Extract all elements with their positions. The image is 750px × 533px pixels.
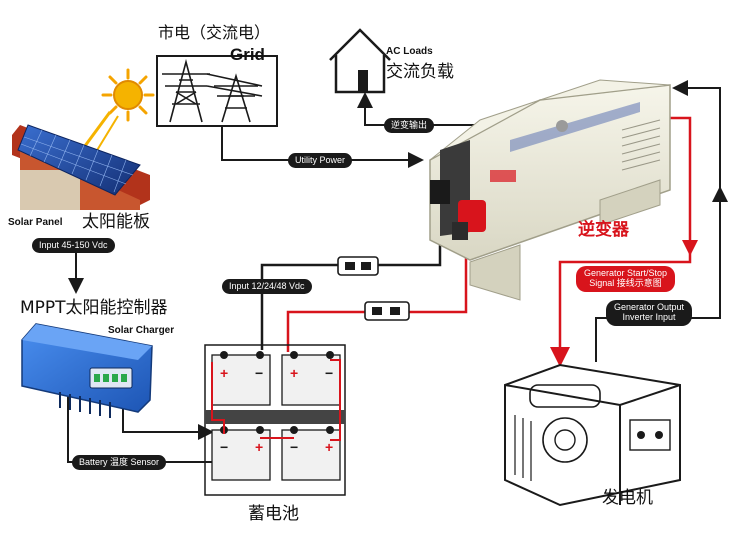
battery-icon: + − + − − + − + [204,344,346,496]
battery-input-tag: Input 12/24/48 Vdc [222,279,312,294]
inverter-label: 逆变器 [578,220,629,240]
sun-icon [80,68,155,153]
inverter-icon [429,79,671,301]
svg-text:−: − [255,365,263,381]
generator-signal-tag: Generator Start/Stop Signal 接线示意图 [576,266,676,292]
svg-text:−: − [290,439,298,455]
battery-label: 蓄电池 [248,504,299,524]
utility-power-tag: Utility Power [288,153,353,168]
svg-text:−: − [325,365,333,381]
generator-label: 发电机 [602,488,653,508]
mppt-label: MPPT太阳能控制器 [20,298,168,318]
ac-loads-label-en: AC Loads [386,46,433,57]
generator-output-tag: Generator Output Inverter Input [606,300,693,326]
wire-utility-power [221,120,424,168]
ac-loads-label-cn: 交流负载 [386,62,454,82]
generator-icon [504,363,681,507]
grid-label-cn: 市电（交流电） [158,23,271,42]
inverter-output-tag: 逆变输出 [384,118,435,133]
svg-text:+: + [325,439,333,455]
solar-panel-icon [12,124,150,210]
house-icon [329,28,391,94]
svg-text:−: − [220,439,228,455]
svg-text:+: + [220,365,228,381]
solar-panel-label-en: Solar Panel [8,217,63,228]
wire-battery-sensor [67,390,242,470]
battery-sensor-tag: Battery 温度 Sensor [72,455,167,470]
pv-input-tag: Input 45-150 Vdc [32,238,115,253]
wire-generator-output [595,80,721,362]
solar-panel-label-cn: 太阳能板 [82,212,150,232]
generator-output-line2: Inverter Input [622,311,676,322]
charger-icon [21,323,153,418]
svg-text:+: + [290,365,298,381]
svg-text:+: + [255,439,263,455]
wire-inverter-output [357,92,478,126]
power-tower-icon [156,55,278,127]
generator-signal-line2: Signal 接线示意图 [589,277,662,288]
wire-generator-signal [550,116,692,367]
solar-charger-label: Solar Charger [108,325,175,336]
grid-label-en: Grid [230,45,265,64]
generator-output-line1: Generator Output [614,302,685,312]
generator-signal-line1: Generator Start/Stop [584,268,668,278]
fuse-icon [337,256,410,321]
